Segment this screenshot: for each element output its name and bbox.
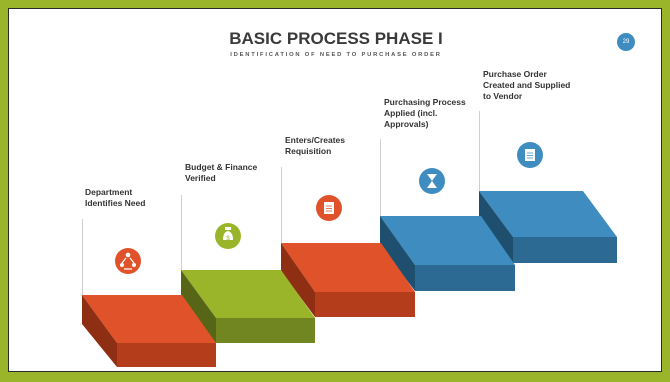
svg-text:$: $ <box>226 236 230 242</box>
step-4-block <box>380 216 515 291</box>
steps-diagram: $ <box>82 142 617 367</box>
slide-subtitle: IDENTIFICATION OF NEED TO PURCHASE ORDER <box>230 52 442 58</box>
purchase-order-icon <box>517 142 543 168</box>
guide-line-2 <box>181 195 182 270</box>
hourglass-icon <box>419 168 445 194</box>
guide-line-1 <box>82 219 83 295</box>
guide-line-3 <box>281 167 282 243</box>
step-5-label: Purchase Order Created and Supplied to V… <box>483 69 571 101</box>
step-4-label: Purchasing Process Applied (incl. Approv… <box>384 97 466 129</box>
slide-title: BASIC PROCESS PHASE I <box>229 29 443 48</box>
step-3-block <box>281 243 415 317</box>
step-1-label: Department Identifies Need <box>85 187 146 208</box>
guide-line-5 <box>479 111 480 191</box>
slide-panel: BASIC PROCESS PHASE I IDENTIFICATION OF … <box>8 8 662 372</box>
step-1-block <box>82 295 216 367</box>
step-5-block <box>479 191 617 263</box>
guide-line-4 <box>380 139 381 216</box>
step-2-block <box>181 270 315 343</box>
step-3-label: Enters/Creates Requisition <box>285 135 346 156</box>
step-2-label: Budget & Finance Verified <box>185 162 258 183</box>
page-number-badge: 29 <box>617 33 635 51</box>
people-network-icon <box>115 248 141 274</box>
money-bag-icon: $ <box>215 223 241 249</box>
document-icon <box>316 195 342 221</box>
